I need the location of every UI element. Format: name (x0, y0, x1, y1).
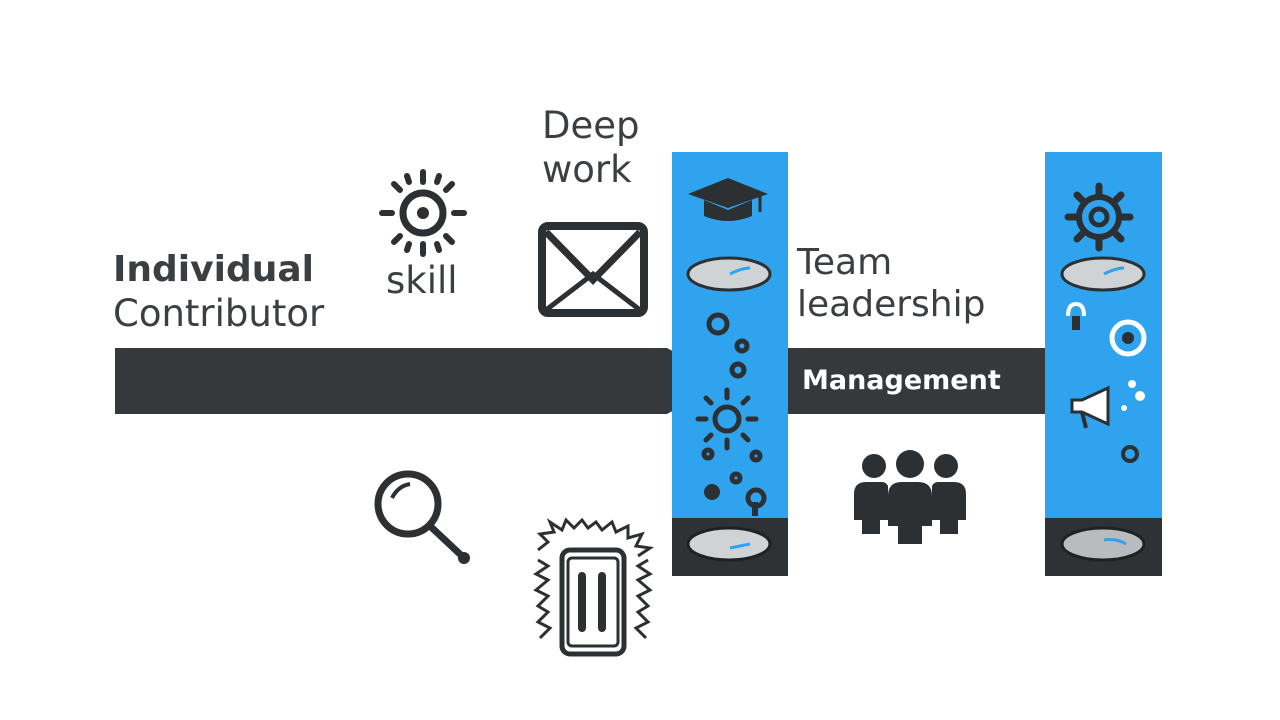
deep-work-label: Deep work (542, 104, 640, 192)
column-1-pill-top (686, 256, 772, 292)
column-2-pill-bottom (1060, 526, 1146, 562)
magnifying-glass-icon (370, 468, 478, 568)
deep-work-line2: work (542, 148, 632, 191)
individual-contributor-arrow (115, 348, 727, 414)
skill-icon (378, 168, 468, 258)
envelope-icon (538, 222, 648, 317)
individual-contributor-label: Individual Contributor (113, 248, 324, 336)
phone-burst-icon (532, 517, 655, 660)
team-leadership-line2: leadership (797, 284, 986, 325)
column-1-scatter-icons (700, 306, 770, 516)
column-2-pill-top (1060, 256, 1146, 292)
column-2-scatter-icons (1062, 296, 1152, 466)
team-leadership-line1: Team (797, 242, 893, 283)
column-2-gear-icon (1064, 182, 1134, 252)
column-1-pill-bottom (686, 526, 772, 562)
deep-work-line1: Deep (542, 104, 640, 147)
team-leadership-label: Team leadership (797, 242, 985, 326)
management-label: Management (802, 365, 1001, 396)
megaphone-icon (1068, 384, 1116, 432)
individual-label-line2: Contributor (113, 292, 325, 335)
gear-icon (694, 387, 760, 451)
individual-label-line1: Individual (113, 249, 314, 290)
people-group-icon (850, 448, 970, 544)
management-arrow (788, 348, 1104, 414)
skill-label: skill (386, 259, 458, 302)
graduation-cap-icon (686, 176, 770, 226)
